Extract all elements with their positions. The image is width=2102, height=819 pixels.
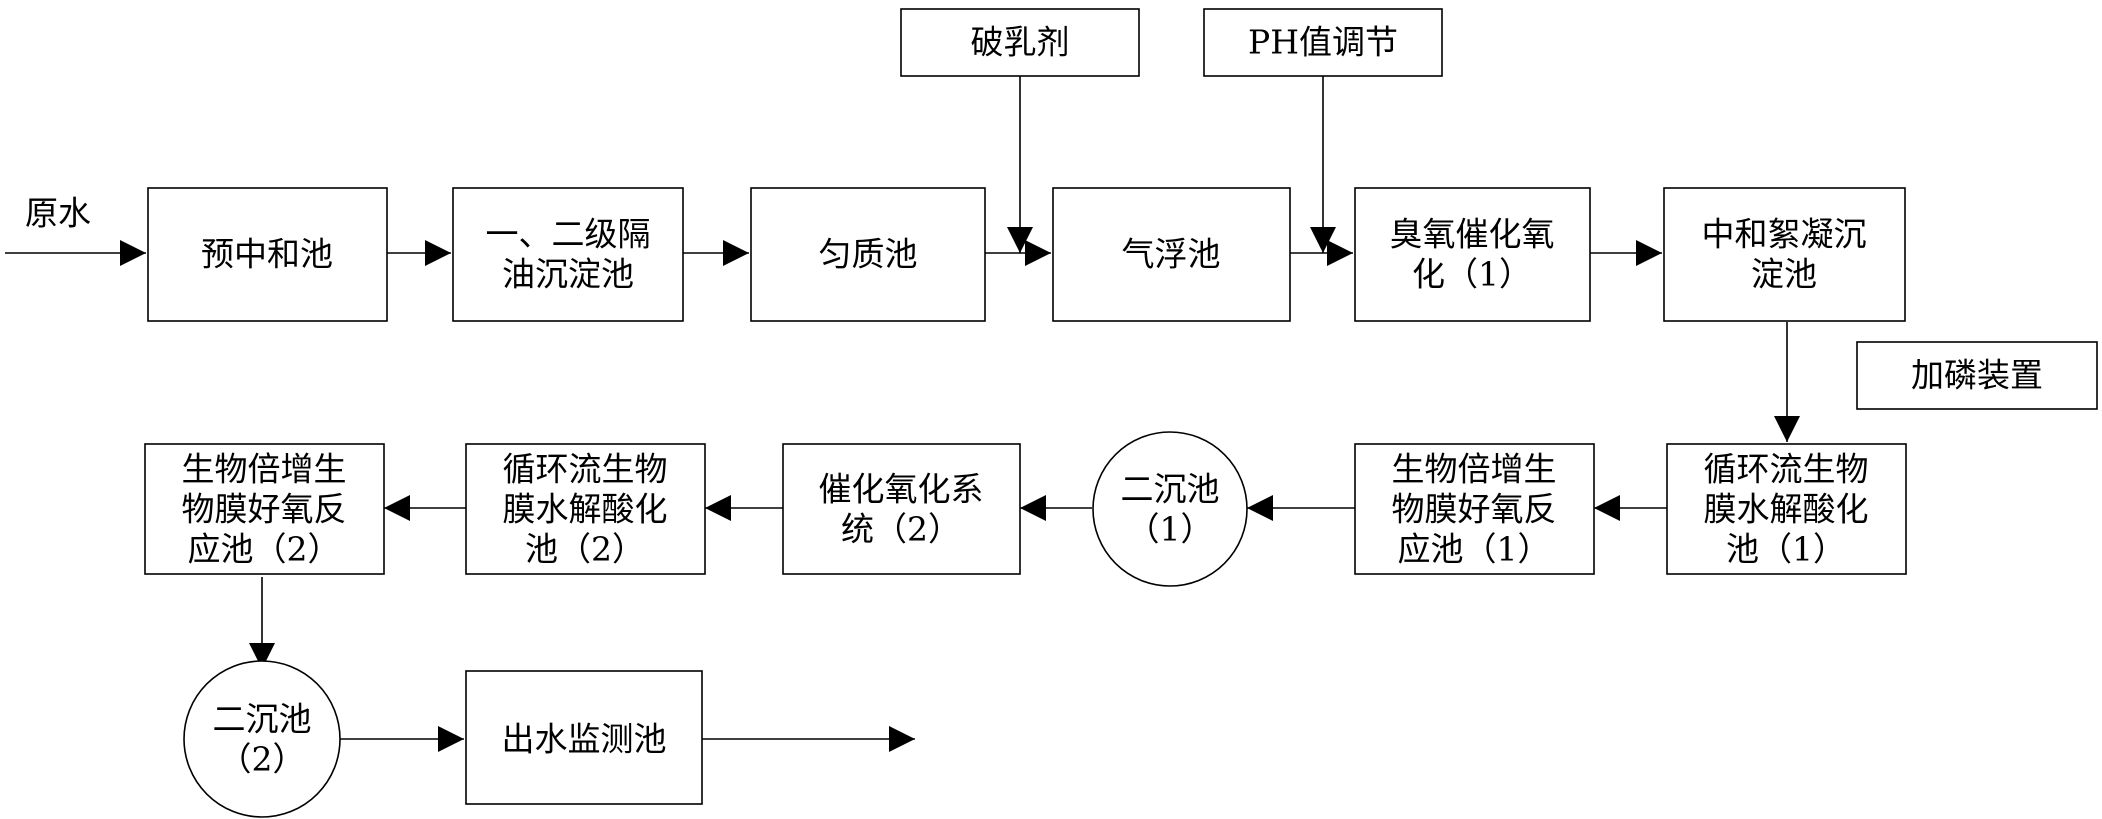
node-label-line: 油沉淀池 xyxy=(502,255,634,294)
node-settle2-circle xyxy=(183,660,341,818)
node-settle2-label: 二沉池（2） xyxy=(213,700,312,779)
node-label-line: 二沉池 xyxy=(1121,470,1220,509)
node-label-line: 一、二级隔 xyxy=(486,215,651,254)
node-aerobic2-box xyxy=(144,443,385,575)
node-label-line: 生物倍增生 xyxy=(182,450,347,489)
node-pre-neutral-box xyxy=(147,187,388,322)
demulsifier-box xyxy=(900,8,1140,77)
node-homogen-label: 匀质池 xyxy=(819,235,918,274)
phosphorus-box xyxy=(1856,341,2098,410)
node-ozone1-box xyxy=(1354,187,1591,322)
node-label-line: 中和絮凝沉 xyxy=(1702,215,1867,254)
node-oil-sep-box xyxy=(452,187,684,322)
node-label-line: 物膜好氧反 xyxy=(1392,490,1557,529)
ph-adjust-box xyxy=(1203,8,1443,77)
node-label-line: 统（2） xyxy=(841,510,961,549)
node-label-line: 物膜好氧反 xyxy=(182,490,347,529)
node-label-line: 臭氧催化氧 xyxy=(1390,215,1555,254)
node-label-line: 循环流生物 xyxy=(503,450,668,489)
node-hydrolysis2-box xyxy=(465,443,706,575)
node-label-line: 预中和池 xyxy=(201,235,333,274)
node-label-line: （1） xyxy=(1127,510,1214,549)
node-label-line: 生物倍增生 xyxy=(1392,450,1557,489)
node-label-line: 池（1） xyxy=(1726,530,1846,569)
node-catalytic2-box xyxy=(782,443,1021,575)
node-homogen-box xyxy=(750,187,986,322)
node-label-line: 催化氧化系 xyxy=(819,470,984,509)
phosphorus-label: 加磷装置 xyxy=(1911,356,2043,395)
node-aerobic1-box xyxy=(1354,443,1595,575)
node-settle1-circle xyxy=(1092,431,1248,587)
node-neutral-floc-box xyxy=(1663,187,1906,322)
node-label-line: 化（1） xyxy=(1412,255,1532,294)
raw-water-label: 原水 xyxy=(25,194,91,233)
node-pre-neutral-label: 预中和池 xyxy=(201,235,333,274)
node-label-line: 循环流生物 xyxy=(1704,450,1869,489)
node-label-line: 匀质池 xyxy=(819,235,918,274)
node-hydrolysis1-box xyxy=(1666,443,1907,575)
node-label-line: 出水监测池 xyxy=(502,720,667,759)
node-label-line: 膜水解酸化 xyxy=(503,490,668,529)
node-flotation-label: 气浮池 xyxy=(1122,235,1221,274)
node-effluent-box xyxy=(465,670,703,805)
node-label-line: 二沉池 xyxy=(213,700,312,739)
node-effluent-label: 出水监测池 xyxy=(502,720,667,759)
node-label-line: 应池（2） xyxy=(188,530,341,569)
node-settle1-label: 二沉池（1） xyxy=(1121,470,1220,549)
node-label-line: （2） xyxy=(219,740,306,779)
node-label-line: 气浮池 xyxy=(1122,235,1221,274)
node-label-line: 池（2） xyxy=(525,530,645,569)
node-label-line: 膜水解酸化 xyxy=(1704,490,1869,529)
node-label-line: 应池（1） xyxy=(1398,530,1551,569)
node-label-line: 淀池 xyxy=(1751,255,1817,294)
ph-adjust-label: PH值调节 xyxy=(1248,23,1398,62)
node-flotation-box xyxy=(1052,187,1291,322)
demulsifier-label: 破乳剂 xyxy=(971,23,1070,62)
